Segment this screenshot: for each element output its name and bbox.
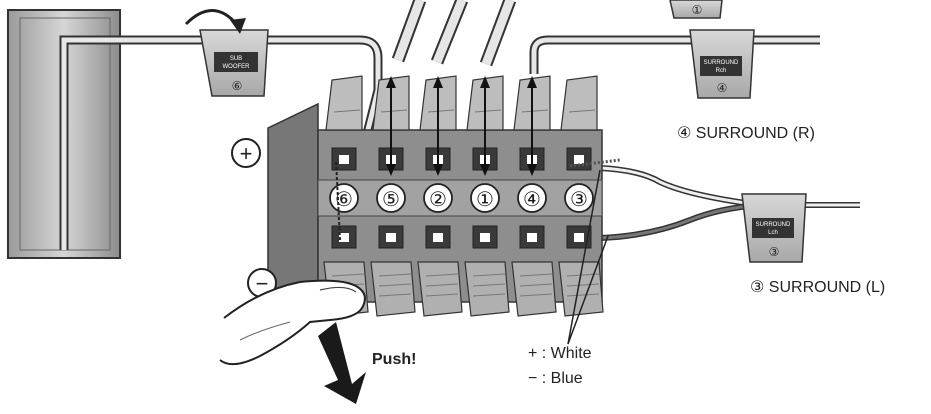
terminal-columns: ⑥ ⑤ ② ① ④ ③ <box>323 75 604 317</box>
terminal-number: ⑥ <box>335 189 353 211</box>
lever-ridge <box>331 273 365 277</box>
lever-ridge <box>427 109 455 113</box>
lever-ridge <box>519 273 553 277</box>
terminal-top-lever[interactable] <box>560 75 598 131</box>
terminal-bottom-lever[interactable] <box>370 261 416 317</box>
terminal-column: ② <box>417 75 463 317</box>
socket-hole <box>574 233 584 242</box>
socket-hole <box>433 233 443 242</box>
surround-r-label: ④ SURROUND (R) <box>677 125 815 142</box>
terminal-column: ④ <box>511 75 557 317</box>
surround-r-tag-line1: SURROUND <box>704 60 739 66</box>
lever-ridge <box>333 109 361 113</box>
arrow-head-down-icon <box>386 164 396 176</box>
socket-hole <box>386 233 396 242</box>
top-tag: ① <box>669 0 723 19</box>
surround-l-cable <box>599 165 860 241</box>
plus-symbol-text: + <box>240 141 253 166</box>
top-cables <box>391 0 820 74</box>
terminal-number: ⑤ <box>382 189 400 211</box>
lever-ridge <box>380 109 408 113</box>
minus-symbol-text: − <box>256 271 269 296</box>
arrow-head-up-icon <box>480 76 490 88</box>
terminal-wire-hints <box>335 158 621 241</box>
arrow-head-down-icon <box>480 164 490 176</box>
lever-ridge <box>378 293 412 297</box>
lever-ridge <box>378 273 412 277</box>
lever-ridge <box>425 283 459 287</box>
subwoofer-cable <box>59 35 383 250</box>
terminal-number: ② <box>429 189 447 211</box>
arrow-head-down-icon <box>433 164 443 176</box>
socket-hole <box>480 233 490 242</box>
plus-symbol: + <box>231 138 261 168</box>
terminal-bottom-lever[interactable] <box>417 261 463 317</box>
arrow-head-up-icon <box>527 76 537 88</box>
lever-ridge <box>521 109 549 113</box>
subwoofer-tag: SUB WOOFER ⑥ <box>199 29 269 97</box>
blue-wire-label: − : Blue <box>528 370 583 387</box>
surround-l-tag-line2: Lch <box>768 230 778 236</box>
socket-hole <box>339 233 349 242</box>
lever-ridge <box>472 283 506 287</box>
terminal-number-badge <box>470 183 500 213</box>
lever-ridge <box>474 109 502 113</box>
surround-r-tag-line2: Rch <box>716 68 727 74</box>
terminal-number-badge <box>423 183 453 213</box>
lever-ridge <box>472 293 506 297</box>
hand-illustration <box>219 279 366 366</box>
subwoofer-tag-line1: SUB <box>230 56 242 62</box>
terminal-number-badge <box>329 183 359 213</box>
white-wire-label: + : White <box>528 345 592 362</box>
surround-r-tag-number: ④ <box>717 81 728 95</box>
wire-color-pointers <box>567 169 609 345</box>
lever-ridge <box>568 109 596 113</box>
push-label: Push! <box>372 351 416 368</box>
socket-hole <box>574 155 584 164</box>
subwoofer-tag-number: ⑥ <box>232 79 243 93</box>
terminal-number: ③ <box>570 189 588 211</box>
terminal-number-badge <box>376 183 406 213</box>
lever-ridge <box>425 273 459 277</box>
push-arrow-icon <box>318 322 366 404</box>
arrow-head-down-icon <box>527 164 537 176</box>
top-tag-number: ① <box>692 3 703 17</box>
terminal-number-badge <box>564 183 594 213</box>
socket-hole <box>339 155 349 164</box>
curved-arrow-icon <box>184 9 246 34</box>
terminal-bottom-lever[interactable] <box>511 261 557 317</box>
arrow-head-up-icon <box>386 76 396 88</box>
lever-ridge <box>472 273 506 277</box>
terminal-column: ③ <box>558 75 604 317</box>
surround-r-tag: SURROUND Rch ④ <box>689 29 755 99</box>
lever-ridge <box>519 283 553 287</box>
terminal-number: ④ <box>523 189 541 211</box>
surround-l-tag-number: ③ <box>769 245 780 259</box>
terminal-number: ① <box>476 189 494 211</box>
lever-ridge <box>425 293 459 297</box>
lever-ridge <box>378 283 412 287</box>
terminal-top-lever[interactable] <box>325 75 363 131</box>
surround-l-label: ③ SURROUND (L) <box>750 279 885 296</box>
socket-hole <box>527 233 537 242</box>
subwoofer-tag-line2: WOOFER <box>223 64 251 70</box>
arrow-head-up-icon <box>433 76 443 88</box>
terminal-number-badge <box>517 183 547 213</box>
surround-l-tag-line1: SURROUND <box>756 222 791 228</box>
lever-ridge <box>566 293 600 297</box>
surround-l-tag: SURROUND Lch ③ <box>741 193 807 263</box>
lever-ridge <box>519 293 553 297</box>
terminal-column: ⑤ <box>370 75 416 317</box>
lever-ridge <box>566 283 600 287</box>
terminal-bottom-lever[interactable] <box>464 261 510 317</box>
